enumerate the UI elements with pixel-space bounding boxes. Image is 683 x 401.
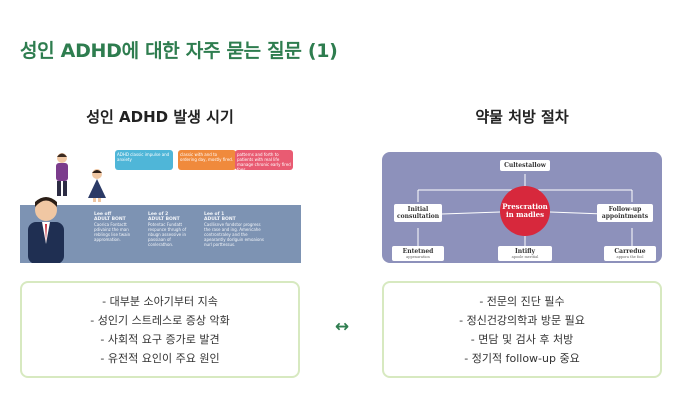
- prescription-circle: Prescration in madles: [500, 186, 550, 236]
- woman-figure: [56, 153, 68, 196]
- speech-bubble: classic with and to ordering day, mostly…: [178, 150, 236, 170]
- stage-description: Caorica Fontactt pdivainz the man reblin…: [94, 222, 131, 242]
- flow-node-subtitle: apoole meritial: [511, 255, 539, 259]
- stage-text: Lee of 2 ADULT BONT Potentac Fundatt res…: [148, 212, 196, 247]
- double-arrow-icon: ↔: [334, 317, 350, 337]
- speech-bubble: patterns and forth to patients with real…: [235, 150, 293, 172]
- flow-node-bottom: Carredue appora the fool: [604, 246, 656, 261]
- stage-label: Lee of 1: [204, 212, 225, 217]
- flow-node-left: Initial consultation: [394, 204, 442, 222]
- list-item: - 성인기 스트레스로 증상 악화: [90, 313, 230, 327]
- flow-node-right: Follow-up appointments: [597, 204, 653, 222]
- speech-bubble: ADHD classic impulse and anxiety: [115, 150, 173, 170]
- stage-label: Lee of 2: [148, 212, 169, 217]
- stage-title: ADULT BONT: [148, 217, 180, 222]
- prescription-process-illustration: Cultestallow Prescration in madles Initi…: [382, 152, 662, 263]
- flow-node-bottom: Entetned appenaration: [392, 246, 444, 261]
- list-item: - 정신건강의학과 방문 필요: [459, 313, 585, 327]
- flow-node-subtitle: appenaration: [406, 255, 430, 259]
- timeline-band: [20, 205, 301, 263]
- list-item: - 사회적 요구 증가로 발견: [100, 332, 220, 346]
- stage-text: Lee of 1 ADULT BONT Casllisnve fondstor …: [204, 212, 266, 247]
- flow-node-bottom: Intifly apoole meritial: [498, 246, 552, 261]
- adult-man-figure: [28, 197, 64, 263]
- stage-label: Lee off: [94, 212, 112, 217]
- list-item: - 전문의 진단 필수: [479, 294, 565, 308]
- stage-text: Lee off ADULT BONT Caorica Fontactt pdiv…: [94, 212, 142, 242]
- onset-facts-box: - 대부분 소아기부터 지속 - 성인기 스트레스로 증상 악화 - 사회적 요…: [20, 281, 300, 378]
- list-item: - 유전적 요인이 주요 원인: [100, 351, 220, 365]
- stage-description: Casllisnve fondstor progress the rase an…: [204, 222, 265, 247]
- stage-title: ADULT BONT: [204, 217, 236, 222]
- flow-node-subtitle: appora the fool: [616, 255, 644, 259]
- stage-title: ADULT BONT: [94, 217, 126, 222]
- flow-node-title: Intifly: [514, 248, 536, 255]
- flow-node-title: Entetned: [402, 248, 434, 255]
- prescription-steps-box: - 전문의 진단 필수 - 정신건강의학과 방문 필요 - 면담 및 검사 후 …: [382, 281, 662, 378]
- list-item: - 정기적 follow-up 중요: [464, 351, 580, 365]
- page-title: 성인 ADHD에 대한 자주 묻는 질문 (1): [20, 40, 338, 62]
- list-item: - 면담 및 검사 후 처방: [470, 332, 574, 346]
- flow-node-title: Carredue: [614, 248, 646, 255]
- right-column-heading: 약물 처방 절차: [475, 108, 569, 126]
- stage-description: Potentac Fundatt respunce thrugh of nbug…: [148, 222, 187, 247]
- adhd-onset-illustration: ADHD classic impulse and anxiety classic…: [20, 150, 301, 263]
- flow-node-top: Cultestallow: [500, 160, 550, 171]
- child-figure: [88, 169, 106, 202]
- list-item: - 대부분 소아기부터 지속: [102, 294, 218, 308]
- left-column-heading: 성인 ADHD 발생 시기: [86, 108, 234, 126]
